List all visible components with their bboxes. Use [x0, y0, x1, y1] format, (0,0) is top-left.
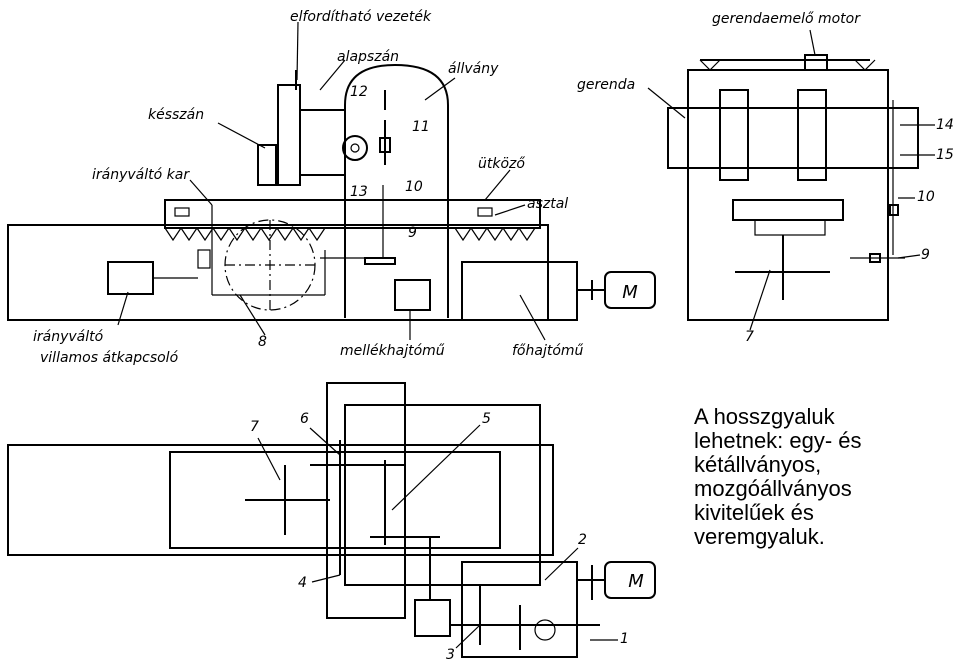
crossbeam	[667, 107, 919, 169]
front-table	[732, 199, 844, 221]
plan-bed	[7, 444, 554, 556]
num-bottom-1: 1	[620, 631, 629, 647]
label-kesszan: késszán	[148, 107, 205, 123]
plan-table	[169, 451, 501, 549]
switch-box	[107, 261, 154, 295]
label-iranyvalto: irányváltó	[33, 329, 104, 345]
num-11: 11	[412, 119, 430, 135]
label-fohajtomu: főhajtómű	[512, 343, 584, 359]
plan-slide	[344, 404, 541, 586]
table-rack-left	[164, 226, 326, 242]
label-utkozo: ütköző	[478, 156, 525, 172]
side-view	[7, 63, 656, 321]
motor-top-letter: M	[622, 282, 638, 303]
num-8: 8	[258, 334, 267, 350]
frame	[687, 69, 889, 321]
beam-lift-motor	[804, 54, 828, 71]
caption-line: lehetnek: egy- és	[694, 428, 862, 453]
num-bottom-7: 7	[250, 419, 259, 435]
bed	[7, 224, 549, 321]
label-allvany: állvány	[448, 61, 499, 77]
plan-secondary-drive	[414, 599, 451, 637]
motor-bottom-letter: M	[628, 571, 644, 592]
table-rack-right	[454, 226, 536, 242]
num-bottom-3: 3	[446, 647, 455, 663]
clutch-11	[379, 137, 391, 153]
tool-holder	[257, 144, 277, 186]
caption-line: veremgyaluk.	[694, 524, 825, 549]
num-14: 14	[936, 117, 954, 133]
tool-slide	[277, 84, 301, 186]
caption-line: kivitelűek és	[694, 500, 814, 525]
leader-lines	[117, 21, 935, 649]
label-gerenda: gerenda	[577, 77, 636, 93]
secondary-drive	[394, 279, 431, 311]
num-9: 9	[408, 225, 417, 241]
plan-view	[7, 382, 656, 658]
right-head	[797, 89, 827, 181]
stop-right	[477, 207, 493, 217]
plan-column	[326, 382, 406, 619]
label-elforditható-vezetek: elfordítható vezeték	[290, 9, 432, 25]
num-bottom-2: 2	[578, 532, 587, 548]
label-mellekhajtomu: mellékhajtómű	[340, 343, 445, 359]
num-15: 15	[936, 147, 954, 163]
caption-line: mozgóállványos	[694, 476, 852, 501]
label-gerendaemelo-motor: gerendaemelő motor	[712, 11, 860, 27]
stop-left	[174, 207, 190, 217]
num-12: 12	[350, 84, 368, 100]
num-13: 13	[350, 184, 368, 200]
num-right-10: 10	[917, 189, 935, 205]
table	[164, 199, 541, 229]
caption-text: A hosszgyaluk lehetnek: egy- és kétállvá…	[694, 405, 944, 549]
num-right-9: 9	[921, 247, 930, 263]
num-right-7: 7	[745, 329, 754, 345]
caption-line: kétállványos,	[694, 452, 822, 477]
plan-gearbox	[461, 561, 578, 658]
column	[344, 63, 449, 318]
main-drive	[461, 261, 578, 321]
num-bottom-5: 5	[482, 411, 491, 427]
num-10: 10	[405, 179, 423, 195]
gear-12	[342, 135, 368, 161]
label-alapszan: alapszán	[337, 49, 400, 65]
label-iranyvalto-kar: irányváltó kar	[92, 167, 190, 183]
base-slide	[299, 109, 346, 176]
num-bottom-6: 6	[300, 411, 309, 427]
label-villamos-atkapcsolo: villamos átkapcsoló	[40, 350, 179, 366]
left-head	[719, 89, 749, 181]
lever-9	[364, 257, 396, 265]
num-bottom-4: 4	[298, 575, 307, 591]
caption-line: A hosszgyaluk	[694, 404, 835, 429]
front-view	[667, 54, 919, 321]
label-asztal: asztal	[527, 196, 569, 212]
